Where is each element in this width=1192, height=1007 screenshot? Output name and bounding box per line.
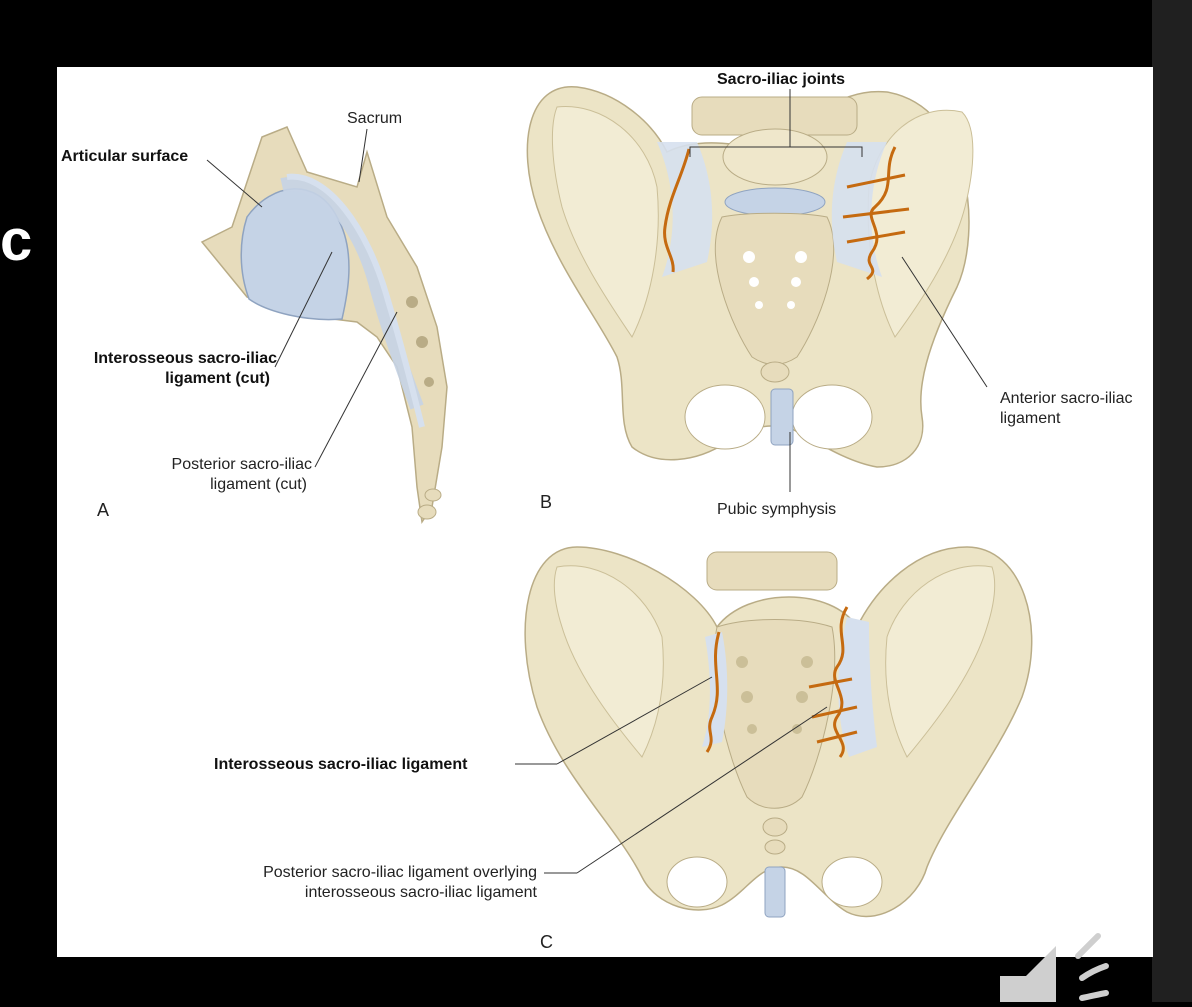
label-anterior-line1: Anterior sacro-iliac	[1000, 390, 1133, 407]
label-interosseous-a-line1: Interosseous sacro-iliac	[93, 350, 277, 367]
label-interosseous-c: Interosseous sacro-iliac ligament	[214, 756, 468, 773]
label-sacroiliac-joints: Sacro-iliac joints	[717, 71, 846, 88]
label-pubic-symphysis: Pubic symphysis	[717, 501, 837, 518]
label-anterior-line2: ligament	[1000, 410, 1061, 427]
panel-letter-c: C	[540, 932, 553, 952]
pelvis-anterior-drawing	[526, 86, 988, 492]
label-sacrum: Sacrum	[347, 110, 403, 127]
sacrum-lateral-drawing	[200, 126, 448, 525]
pelvis-illustration	[200, 86, 1033, 918]
speaker-icon[interactable]	[996, 916, 1126, 1002]
panel-letter-a: A	[97, 500, 110, 520]
scrollbar[interactable]	[1152, 0, 1192, 1002]
label-posterior-c-line1: Posterior sacro-iliac ligament overlying	[263, 864, 537, 881]
pelvis-posterior-drawing	[515, 546, 1033, 918]
label-posterior-a-line2: ligament (cut)	[210, 476, 307, 493]
label-interosseous-a-line2: ligament (cut)	[165, 370, 270, 387]
label-posterior-c-line2: interosseous sacro-iliac ligament	[304, 884, 537, 901]
panel-letter-b: B	[540, 492, 553, 512]
label-posterior-a-line1: Posterior sacro-iliac	[171, 456, 312, 473]
anatomy-figure: Sacrum Articular surface Interosseous sa…	[57, 67, 1153, 957]
slide-title-fragment: c	[0, 208, 33, 273]
label-articular-surface: Articular surface	[61, 148, 189, 165]
